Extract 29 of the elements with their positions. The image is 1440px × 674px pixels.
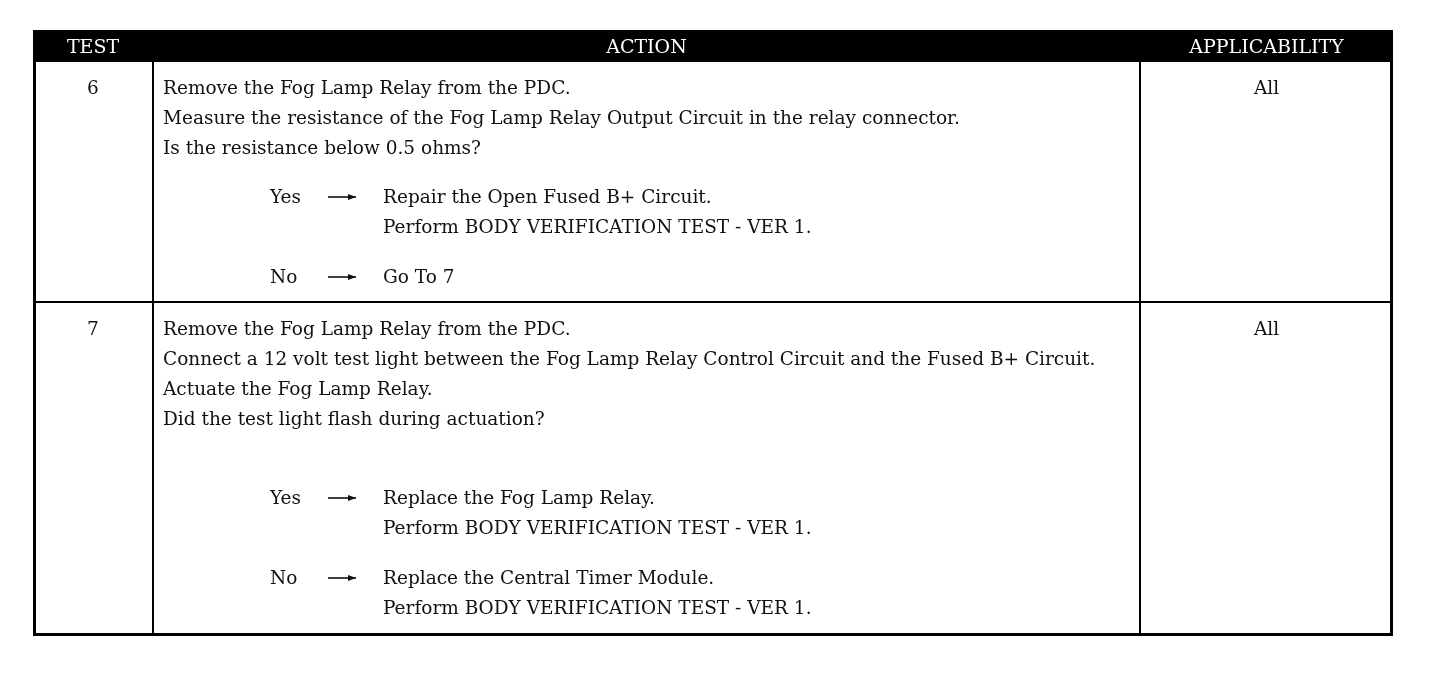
answer-text: No	[270, 262, 328, 292]
arrow	[327, 274, 357, 280]
test-number: 7	[87, 317, 99, 341]
action-text: Measure the resistance of the Fog Lamp Relay Output Circuit in the relay connector.	[163, 106, 961, 130]
answer-text: Yes	[270, 483, 328, 513]
result-text: Replace the Central Timer Module.	[383, 566, 716, 590]
action-text: Actuate the Fog Lamp Relay.	[163, 377, 434, 401]
action-text: Did the test light flash during actuation?	[163, 407, 546, 431]
answer-text: No	[270, 563, 328, 593]
action-text: Remove the Fog Lamp Relay from the PDC.	[163, 317, 572, 341]
action-text: Is the resistance below 0.5 ohms?	[163, 136, 482, 160]
action-text: Connect a 12 volt test light between the Fog Lamp Relay Control Circuit and the Fused B+ Circuit.	[163, 347, 1097, 371]
arrow	[327, 194, 357, 200]
applicability-text: All	[1253, 76, 1280, 100]
result-text: Perform BODY VERIFICATION TEST - VER 1.	[383, 215, 812, 239]
result-text: Perform BODY VERIFICATION TEST - VER 1.	[383, 516, 812, 540]
result-text: Repair the Open Fused B+ Circuit.	[383, 185, 713, 209]
action-text: Remove the Fog Lamp Relay from the PDC.	[163, 76, 572, 100]
result-text: Go To 7	[356, 262, 455, 292]
column-header: APPLICABILITY	[1189, 34, 1344, 59]
result-text: Replace the Fog Lamp Relay.	[383, 486, 656, 510]
arrow	[327, 495, 357, 501]
applicability-text: All	[1253, 317, 1280, 341]
test-number: 6	[87, 76, 99, 100]
column-header: ACTION	[606, 34, 687, 59]
arrow	[327, 575, 357, 581]
answer-text: Yes	[270, 182, 328, 212]
result-text: Perform BODY VERIFICATION TEST - VER 1.	[383, 596, 812, 620]
column-header: TEST	[66, 34, 120, 59]
